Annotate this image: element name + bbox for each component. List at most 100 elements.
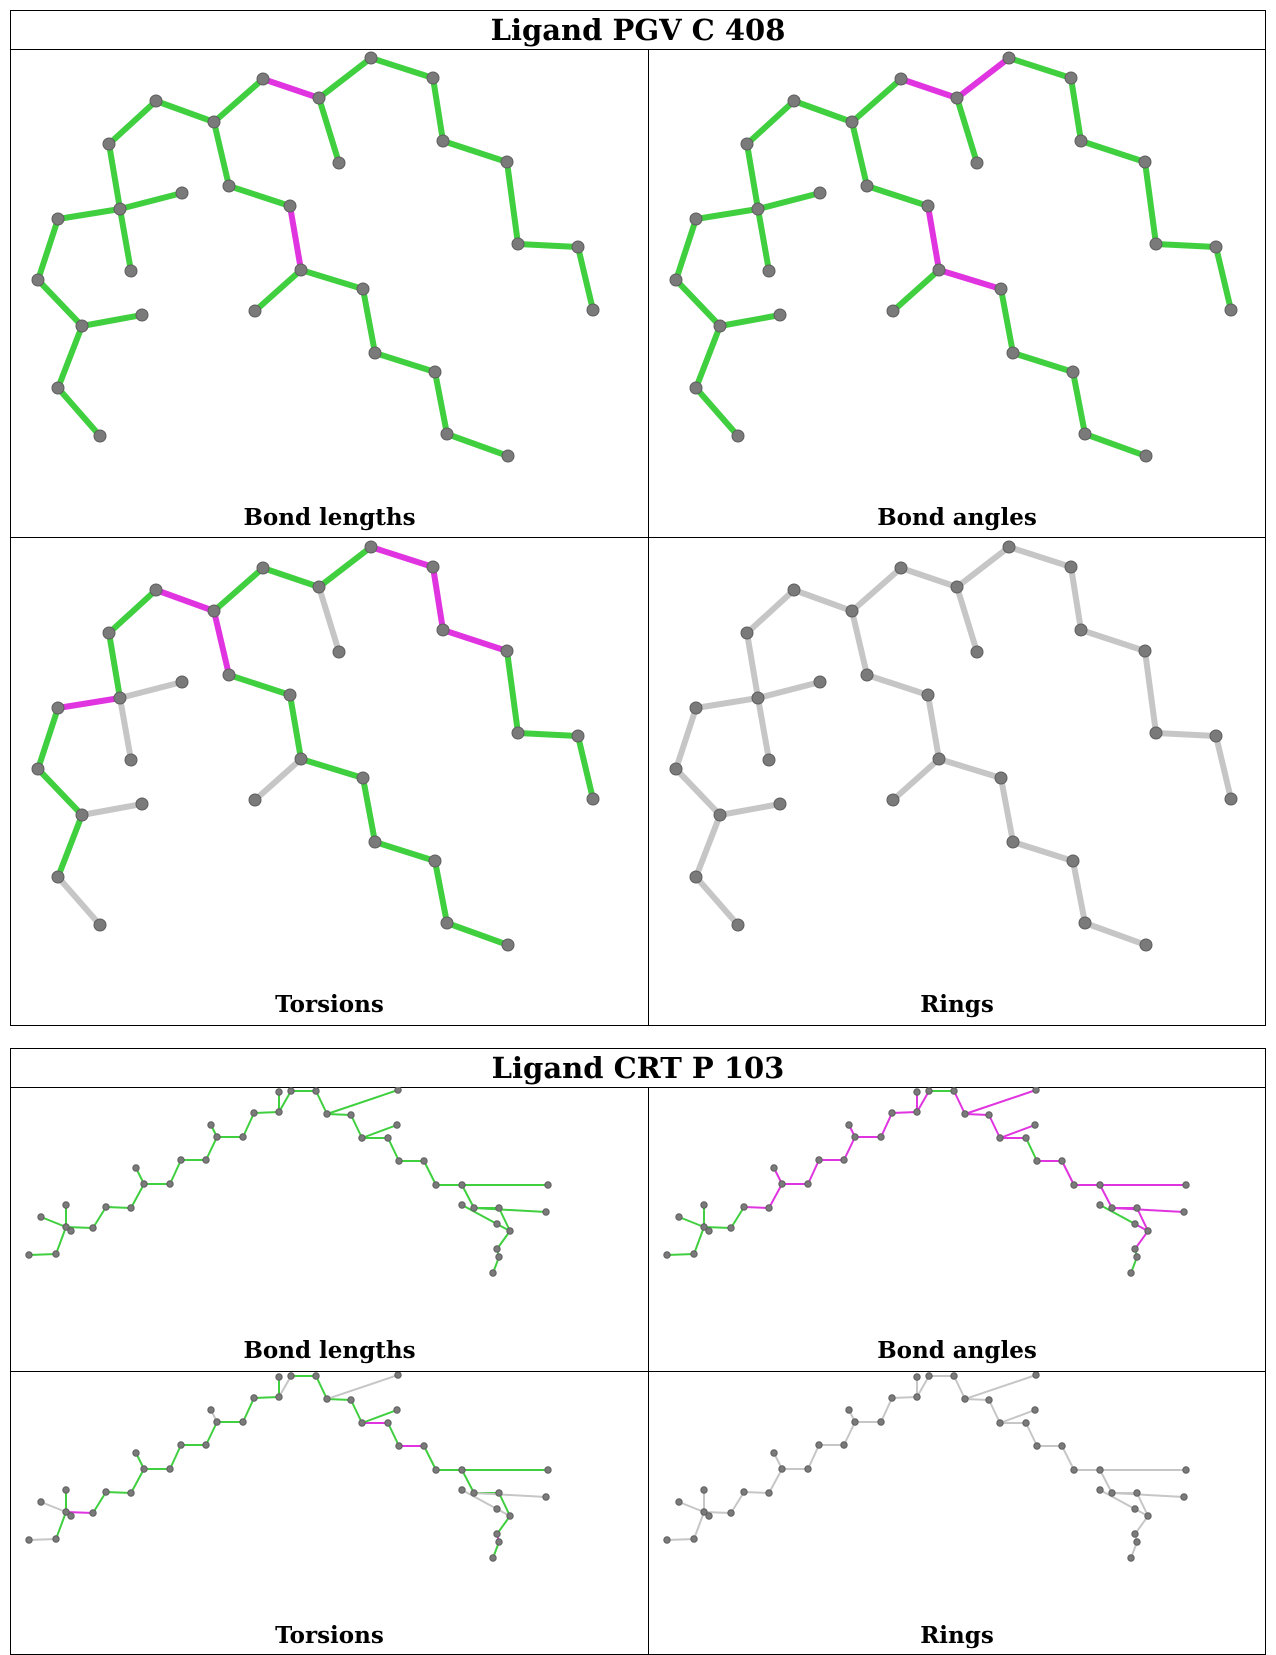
atom	[840, 1441, 848, 1449]
bond	[372, 839, 438, 864]
bond	[880, 1112, 893, 1138]
atom	[815, 1441, 823, 1449]
atom	[113, 202, 127, 216]
bond	[350, 1114, 363, 1139]
bond	[65, 1511, 94, 1514]
atom	[501, 449, 515, 463]
atom	[787, 583, 801, 597]
atom	[913, 1108, 921, 1116]
bond	[843, 1136, 856, 1161]
atom	[1133, 1253, 1141, 1261]
atom	[368, 346, 382, 360]
bond	[368, 544, 436, 570]
bond	[106, 630, 123, 701]
bond	[504, 648, 521, 736]
atom	[37, 1213, 45, 1221]
atom	[705, 1227, 713, 1235]
atom	[1002, 51, 1016, 65]
atom	[132, 1449, 140, 1457]
bond	[423, 1160, 437, 1186]
atom	[1131, 1505, 1139, 1513]
atom	[1064, 560, 1078, 574]
atom	[713, 808, 727, 822]
atom	[932, 752, 946, 766]
atom	[1064, 71, 1078, 85]
atom	[25, 1536, 33, 1544]
atom	[996, 1134, 1004, 1142]
panel-rings: Rings	[649, 1372, 1265, 1654]
atom	[511, 726, 525, 740]
atom	[239, 1133, 247, 1141]
atom	[489, 1269, 497, 1277]
bond	[755, 679, 823, 701]
atom	[762, 753, 776, 767]
atom	[495, 1204, 503, 1212]
bond	[40, 1501, 67, 1513]
atom	[275, 1088, 283, 1096]
atom	[93, 429, 107, 443]
atom	[31, 762, 45, 776]
bond	[880, 1397, 893, 1423]
bond	[1099, 1204, 1136, 1225]
bond	[316, 584, 342, 655]
bond	[703, 1226, 732, 1229]
bond	[35, 216, 61, 283]
atom	[127, 1489, 135, 1497]
bond	[515, 241, 581, 250]
atom	[1127, 1554, 1135, 1562]
atom	[213, 1418, 221, 1426]
atom	[489, 1554, 497, 1562]
bond	[1070, 369, 1088, 437]
atom	[506, 1512, 514, 1520]
atom	[124, 753, 138, 767]
atom	[432, 1181, 440, 1189]
bond	[1025, 1137, 1038, 1162]
bond	[65, 1226, 94, 1229]
atom	[395, 1442, 403, 1450]
atom	[571, 729, 585, 743]
atom	[275, 1108, 283, 1116]
bond	[298, 756, 366, 781]
bond	[461, 1184, 475, 1209]
bond	[768, 1468, 783, 1494]
atom	[436, 623, 450, 637]
atom	[740, 1203, 748, 1211]
atom	[495, 1253, 503, 1261]
atom	[689, 870, 703, 884]
bond	[891, 1111, 918, 1114]
molecule-view	[669, 540, 1238, 952]
bond	[1136, 1207, 1149, 1232]
atom	[544, 1181, 552, 1189]
bond	[473, 1207, 547, 1213]
atom	[1133, 1204, 1141, 1212]
atom	[804, 1180, 812, 1188]
bond	[28, 1538, 57, 1541]
atom	[751, 202, 765, 216]
bond	[153, 98, 217, 125]
bond	[226, 672, 293, 698]
atom	[506, 1227, 514, 1235]
atom	[544, 1466, 552, 1474]
atom	[1070, 1466, 1078, 1474]
atom	[1058, 1442, 1066, 1450]
atom	[294, 263, 308, 277]
bond	[498, 1207, 511, 1232]
atom	[175, 186, 189, 200]
bond	[1153, 730, 1219, 739]
bond	[916, 1375, 930, 1398]
bond	[496, 1230, 511, 1250]
bond	[1006, 55, 1074, 81]
atom	[256, 561, 270, 575]
atom	[51, 701, 65, 715]
atom	[1209, 240, 1223, 254]
bond	[673, 766, 723, 818]
atom	[511, 237, 525, 251]
atom	[1131, 1245, 1139, 1253]
bond	[575, 733, 596, 802]
bond	[360, 286, 378, 356]
atom	[89, 1224, 97, 1232]
bond	[964, 1398, 990, 1401]
bond	[849, 119, 870, 189]
bond	[55, 1226, 67, 1255]
atom	[166, 1465, 174, 1473]
